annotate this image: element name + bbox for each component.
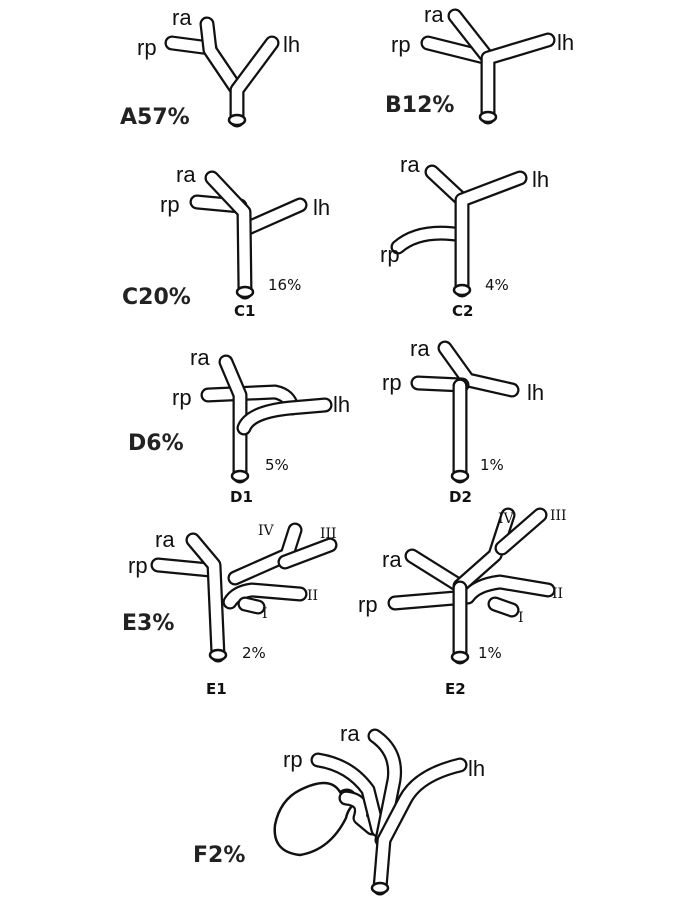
variant-d2: ra rp lh 1% D2 [382,336,544,506]
title-f: F2% [193,843,245,868]
duct-lumen [482,34,554,123]
duct-lumen [340,792,378,834]
pct-d2: 1% [480,456,504,474]
variant-b: ra rp lh B12% [385,2,574,125]
pct-d1: 5% [265,456,289,474]
name-c1: C1 [234,302,255,320]
duct-lumen [231,37,278,126]
label-i: I [518,610,524,626]
duct-opening [452,283,472,297]
duct-lumen [496,509,546,554]
label-ra: ra [176,162,196,187]
title-d: D6% [128,431,184,456]
label-i: I [262,606,268,622]
duct-lumen [206,172,251,298]
duct-lumen [392,227,468,253]
duct-lumen [242,199,306,234]
duct-lumen [454,509,514,592]
variant-e2: ra rp IV III II I 1% E2 [358,507,567,698]
label-rp: rp [380,242,400,267]
variant-f: ra rp lh F2% [193,721,485,896]
duct-lumen [224,584,306,608]
duct-opening [478,110,498,124]
label-iv: IV [258,523,275,539]
duct-opening [370,881,390,895]
label-rp: rp [160,192,180,217]
duct-lumen [439,342,518,396]
label-ra: ra [190,345,210,370]
duct-opening [235,285,255,299]
name-c2: C2 [452,302,473,320]
title-a: A57% [120,105,190,130]
label-lh: lh [527,380,544,405]
label-ra: ra [410,336,430,361]
label-lh: lh [313,195,330,220]
label-iii: III [320,526,337,542]
name-d1: D1 [230,488,253,506]
variant-c1: ra rp lh 16% C1 C20% [122,162,330,320]
duct-opening [227,113,247,127]
label-lh: lh [333,392,350,417]
title-e: E3% [122,611,174,636]
label-ra: ra [340,721,360,746]
duct-lumen [456,172,526,296]
label-rp: rp [391,32,411,57]
label-lh: lh [468,756,485,781]
label-rp: rp [172,385,192,410]
label-lh: lh [283,32,300,57]
duct-opening [450,469,470,483]
label-rp: rp [283,747,303,772]
duct-lumen [389,592,461,609]
title-b: B12% [385,93,454,118]
label-lh: lh [532,167,549,192]
pct-c2: 4% [485,276,509,294]
pct-e2: 1% [478,644,502,662]
gallbladder [273,781,360,857]
label-rp: rp [358,592,378,617]
duct-lumen [449,10,494,64]
duct-lumen [406,550,466,592]
name-e1: E1 [206,680,227,698]
pct-e1: 2% [242,644,266,662]
variant-d1: ra rp lh 5% D1 D6% [128,345,350,506]
title-c: C20% [122,285,191,310]
duct-lumen [369,730,400,846]
duct-lumen [489,598,518,616]
label-ii: II [552,586,563,602]
duct-opening [450,650,470,664]
variant-e1: ra rp IV III II I 2% E1 E3% [122,522,338,698]
duct-lumen [374,759,466,894]
duct-lumen [239,598,264,613]
variant-a: ra rp lh A57% [120,5,300,130]
duct-lumen [187,534,224,661]
duct-lumen [201,18,243,96]
variant-c2: ra rp lh 4% C2 [380,152,549,320]
label-ra: ra [382,547,402,572]
label-ra: ra [172,5,192,30]
duct-lumen [312,754,384,836]
duct-opening [230,469,250,483]
label-ra: ra [400,152,420,177]
label-lh: lh [557,30,574,55]
duct-lumen [152,559,216,576]
label-ra: ra [424,2,444,27]
name-e2: E2 [445,680,466,698]
name-d2: D2 [449,488,472,506]
pct-c1: 16% [268,276,301,294]
label-ii: II [307,588,318,604]
label-ra: ra [155,527,175,552]
duct-lumen [220,356,246,482]
label-rp: rp [128,553,148,578]
label-rp: rp [137,35,157,60]
label-iii: III [550,508,567,524]
duct-lumen [462,576,554,603]
duct-lumen [279,539,336,568]
duct-lumen [238,399,331,434]
duct-opening [208,648,228,662]
label-rp: rp [382,370,402,395]
label-iv: IV [498,511,515,527]
